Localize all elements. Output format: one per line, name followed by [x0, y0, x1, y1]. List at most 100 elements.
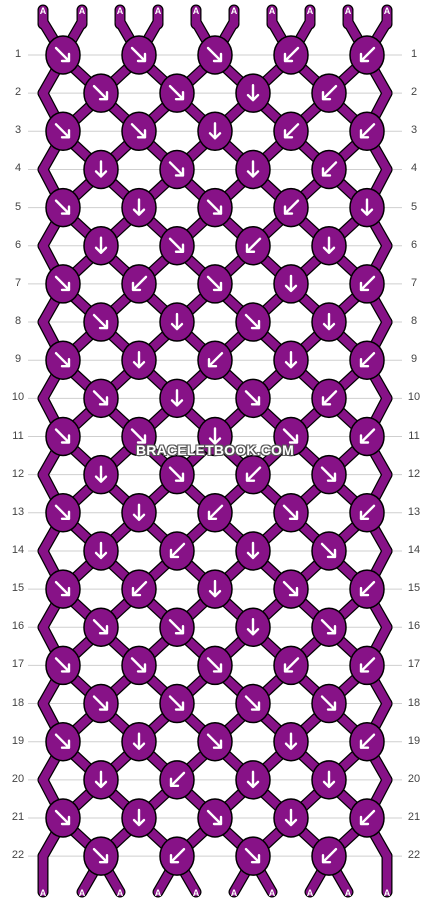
knot-arrow-icon: [321, 84, 338, 101]
knot-arrow-icon: [54, 809, 71, 826]
knot-arrow-icon: [208, 122, 222, 140]
row-label-right: 13: [407, 505, 421, 518]
knot-arrow-icon: [284, 351, 298, 369]
knot-neutral: [311, 226, 347, 266]
knot-arrow-icon: [246, 541, 260, 560]
knot-backward: [311, 73, 347, 113]
knot-forward: [311, 531, 347, 571]
knot-arrow-icon: [246, 160, 260, 178]
strand-label: A: [117, 6, 124, 16]
knot-forward: [235, 836, 271, 876]
knot-forward: [197, 264, 233, 304]
knot-neutral: [83, 226, 119, 266]
knot-backward: [273, 645, 309, 686]
knot-arrow-icon: [170, 312, 184, 331]
knot-neutral: [235, 73, 271, 113]
knot-backward: [159, 531, 195, 571]
knot-arrow-icon: [169, 542, 186, 559]
knot-backward: [159, 836, 195, 876]
knot-arrow-icon: [320, 619, 337, 635]
knot-arrow-icon: [322, 236, 336, 254]
knot-arrow-icon: [131, 275, 148, 292]
knot-arrow-icon: [284, 732, 298, 750]
knot-arrow-icon: [282, 580, 299, 597]
knot-neutral: [83, 454, 119, 495]
knot-arrow-icon: [132, 503, 146, 521]
knot-arrow-icon: [321, 847, 338, 864]
knot-neutral: [83, 149, 119, 190]
knot-arrow-icon: [169, 847, 186, 864]
knot-arrow-icon: [94, 160, 108, 178]
knot-forward: [197, 798, 233, 838]
knot-arrow-icon: [168, 695, 185, 711]
knot-arrow-icon: [92, 847, 109, 864]
knot-forward: [45, 798, 81, 838]
knot-backward: [349, 35, 385, 75]
knot-arrow-icon: [168, 161, 185, 177]
knot-forward: [159, 73, 195, 113]
knot-arrow-icon: [359, 733, 376, 749]
row-label-left: 13: [11, 505, 25, 518]
row-label-left: 18: [11, 696, 25, 709]
knot-arrow-icon: [168, 237, 185, 253]
row-label-right: 2: [410, 86, 418, 99]
knot-backward: [273, 187, 309, 228]
strand-label: A: [307, 6, 314, 16]
row-label-left: 8: [14, 315, 22, 328]
watermark-text: BRACELETBOOK.COM: [136, 442, 294, 458]
strand-label: A: [345, 888, 352, 898]
strand-label: A: [345, 6, 352, 16]
knot-neutral: [273, 721, 309, 762]
knot-arrow-icon: [283, 657, 300, 673]
knot-backward: [349, 645, 385, 686]
strand-label: A: [384, 888, 391, 898]
knot-arrow-icon: [132, 198, 146, 216]
knot-neutral: [311, 302, 347, 342]
knot-neutral: [159, 302, 195, 342]
knot-backward: [311, 836, 347, 876]
knot-arrow-icon: [359, 504, 376, 520]
knot-forward: [83, 683, 119, 724]
knot-forward: [83, 836, 119, 876]
strand-label: A: [155, 6, 162, 16]
knot-neutral: [197, 416, 233, 457]
row-label-left: 17: [11, 658, 25, 671]
knot-forward: [45, 111, 81, 152]
knot-arrow-icon: [322, 312, 336, 331]
knot-neutral: [121, 187, 157, 228]
knot-arrow-icon: [132, 732, 146, 750]
knot-forward: [121, 111, 157, 152]
knot-neutral: [83, 531, 119, 571]
knot-arrow-icon: [54, 504, 71, 520]
knot-arrow-icon: [54, 352, 71, 368]
knot-arrow-icon: [130, 46, 147, 63]
knot-arrow-icon: [132, 351, 146, 369]
row-label-left: 19: [11, 734, 25, 747]
row-label-left: 5: [14, 200, 22, 213]
knot-forward: [235, 302, 271, 342]
row-label-left: 12: [11, 467, 25, 480]
row-label-left: 4: [14, 162, 22, 175]
knot-forward: [273, 569, 309, 609]
knot-backward: [311, 378, 347, 419]
knot-forward: [121, 35, 157, 75]
knot-forward: [45, 416, 81, 457]
strand-label: A: [269, 6, 276, 16]
knot-arrow-icon: [206, 46, 223, 63]
row-label-right: 7: [410, 276, 418, 289]
knot-forward: [45, 264, 81, 304]
knot-arrow-icon: [359, 46, 376, 63]
knot-backward: [273, 111, 309, 152]
knot-neutral: [235, 531, 271, 571]
knot-arrow-icon: [92, 695, 109, 711]
row-label-right: 20: [407, 772, 421, 785]
knot-arrow-icon: [131, 580, 148, 597]
knot-arrow-icon: [92, 619, 109, 635]
knot-backward: [349, 569, 385, 609]
row-label-left: 15: [11, 582, 25, 595]
knot-arrow-icon: [206, 733, 223, 749]
knot-forward: [273, 416, 309, 457]
row-label-left: 10: [11, 391, 25, 404]
